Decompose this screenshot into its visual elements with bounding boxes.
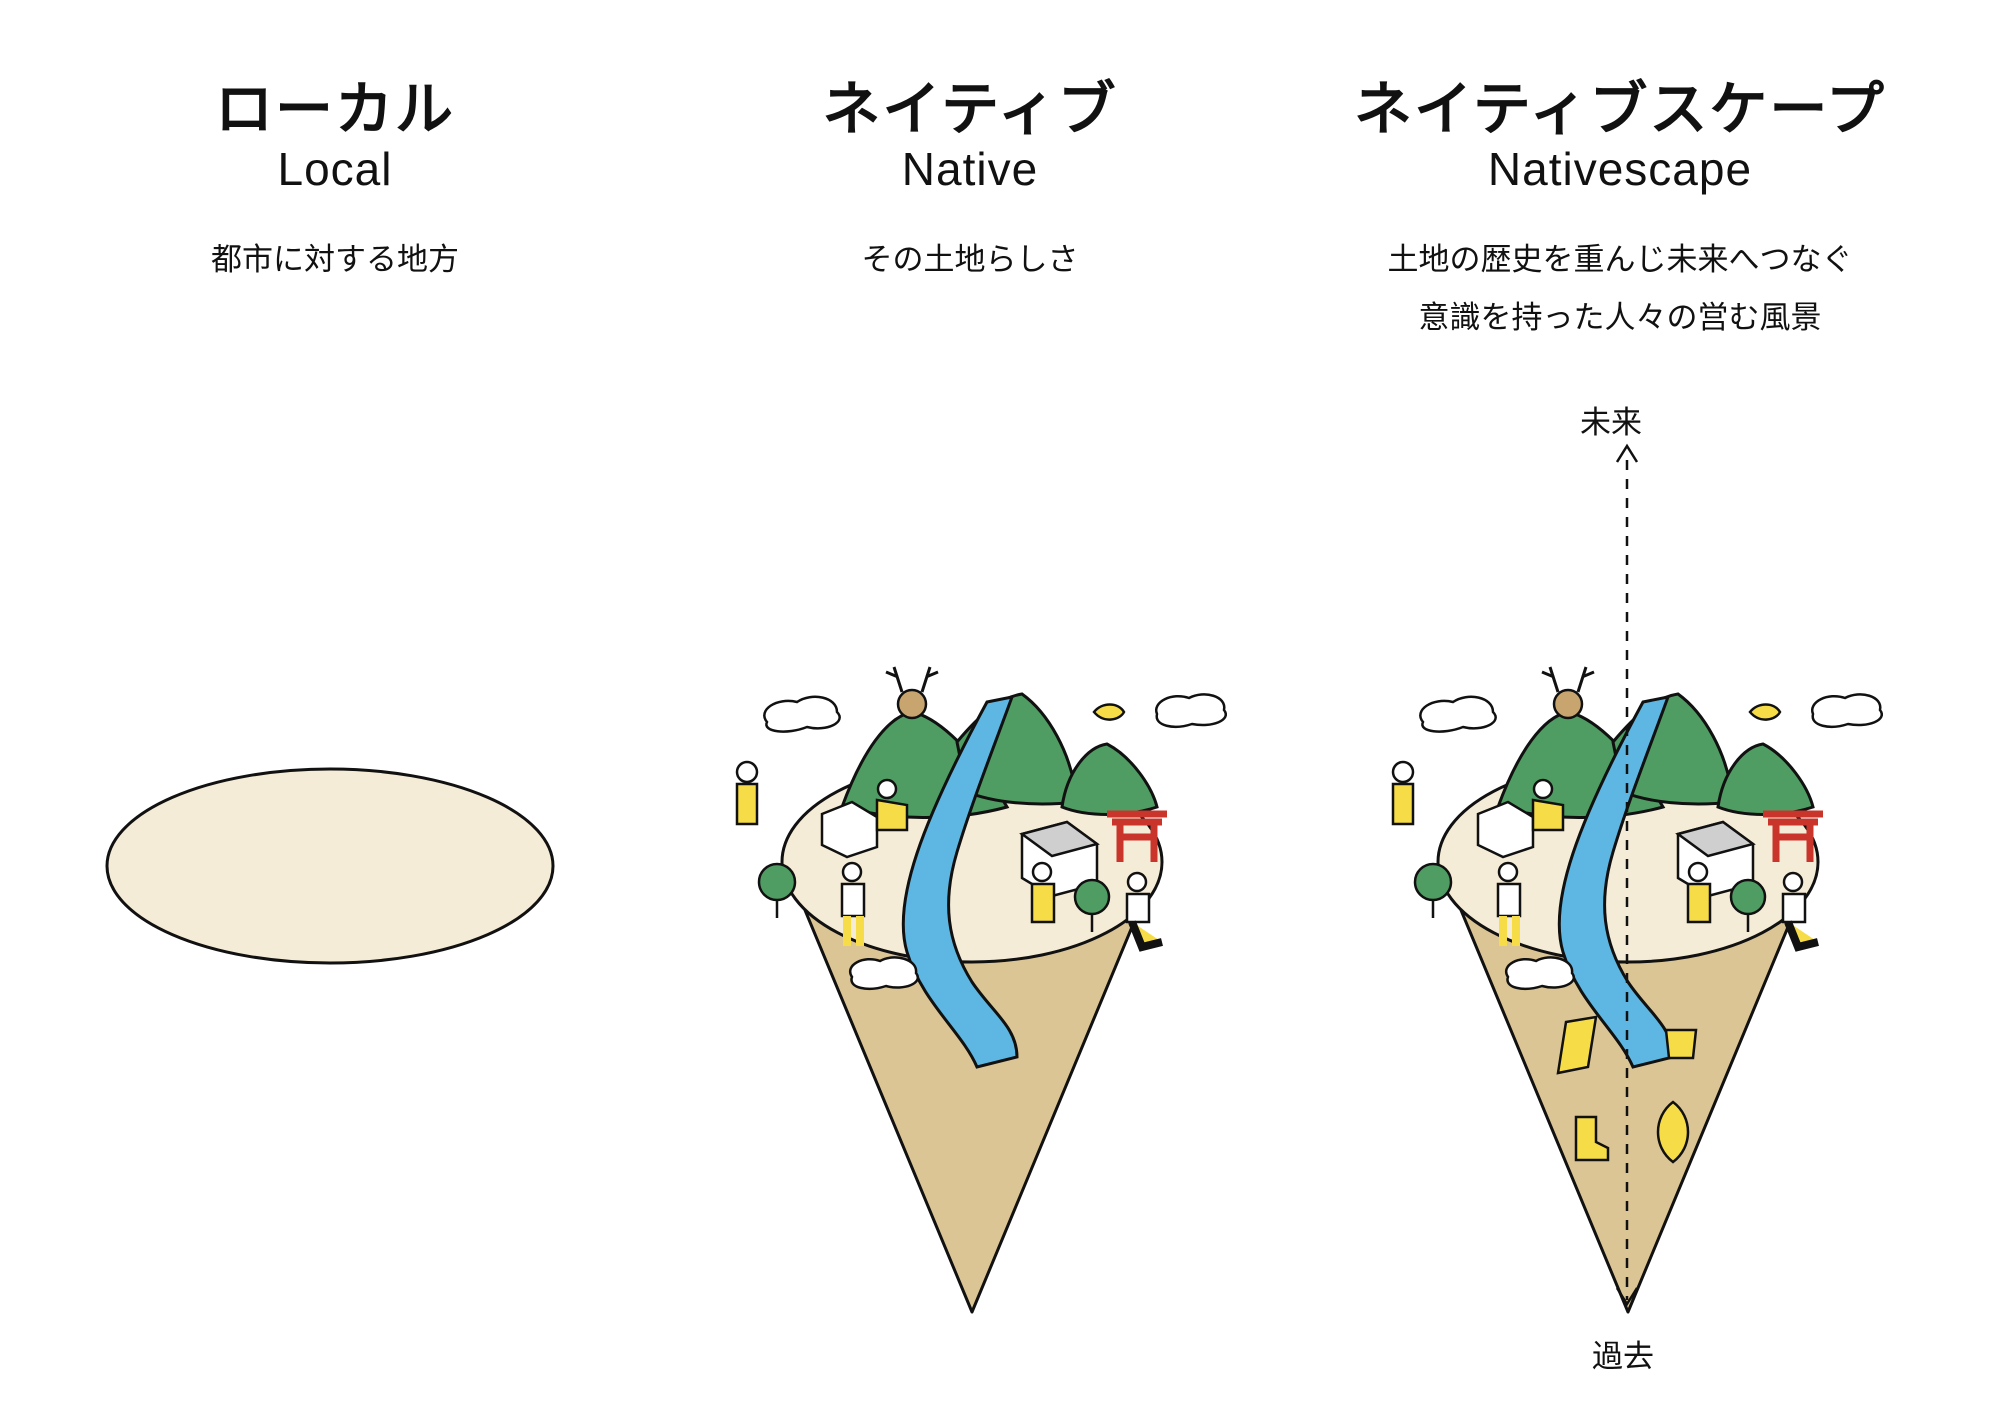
native-cone-illustration (737, 667, 1226, 1312)
title-nativescape-jp: ネイティブスケープ (1354, 75, 1886, 143)
arrow-down-icon (1615, 1287, 1639, 1307)
title-native-jp: ネイティブ (822, 75, 1118, 143)
description-nativescape-line1: 土地の歴史を重んじ未来へつなぐ (1387, 242, 1853, 278)
title-native-en: Native (901, 143, 1039, 195)
artifact-vase (1656, 1100, 1690, 1164)
artifact-shard (1556, 1015, 1598, 1075)
description-native: その土地らしさ (861, 242, 1079, 278)
title-nativescape-en: Nativescape (1487, 143, 1753, 195)
future-label: 未来 (1580, 405, 1642, 441)
description-nativescape-line2: 意識を持った人々の営む風景 (1418, 300, 1822, 336)
description-local: 都市に対する地方 (211, 242, 459, 278)
artifact-boot (1574, 1115, 1610, 1162)
nativescape-cone-illustration (1393, 667, 1882, 1312)
arrow-up-icon (1615, 443, 1639, 463)
artifact-cup (1664, 1028, 1698, 1060)
title-local-en: Local (277, 143, 393, 195)
title-local-jp: ローカル (214, 75, 455, 143)
local-plate (105, 767, 555, 965)
past-label: 過去 (1592, 1339, 1654, 1375)
